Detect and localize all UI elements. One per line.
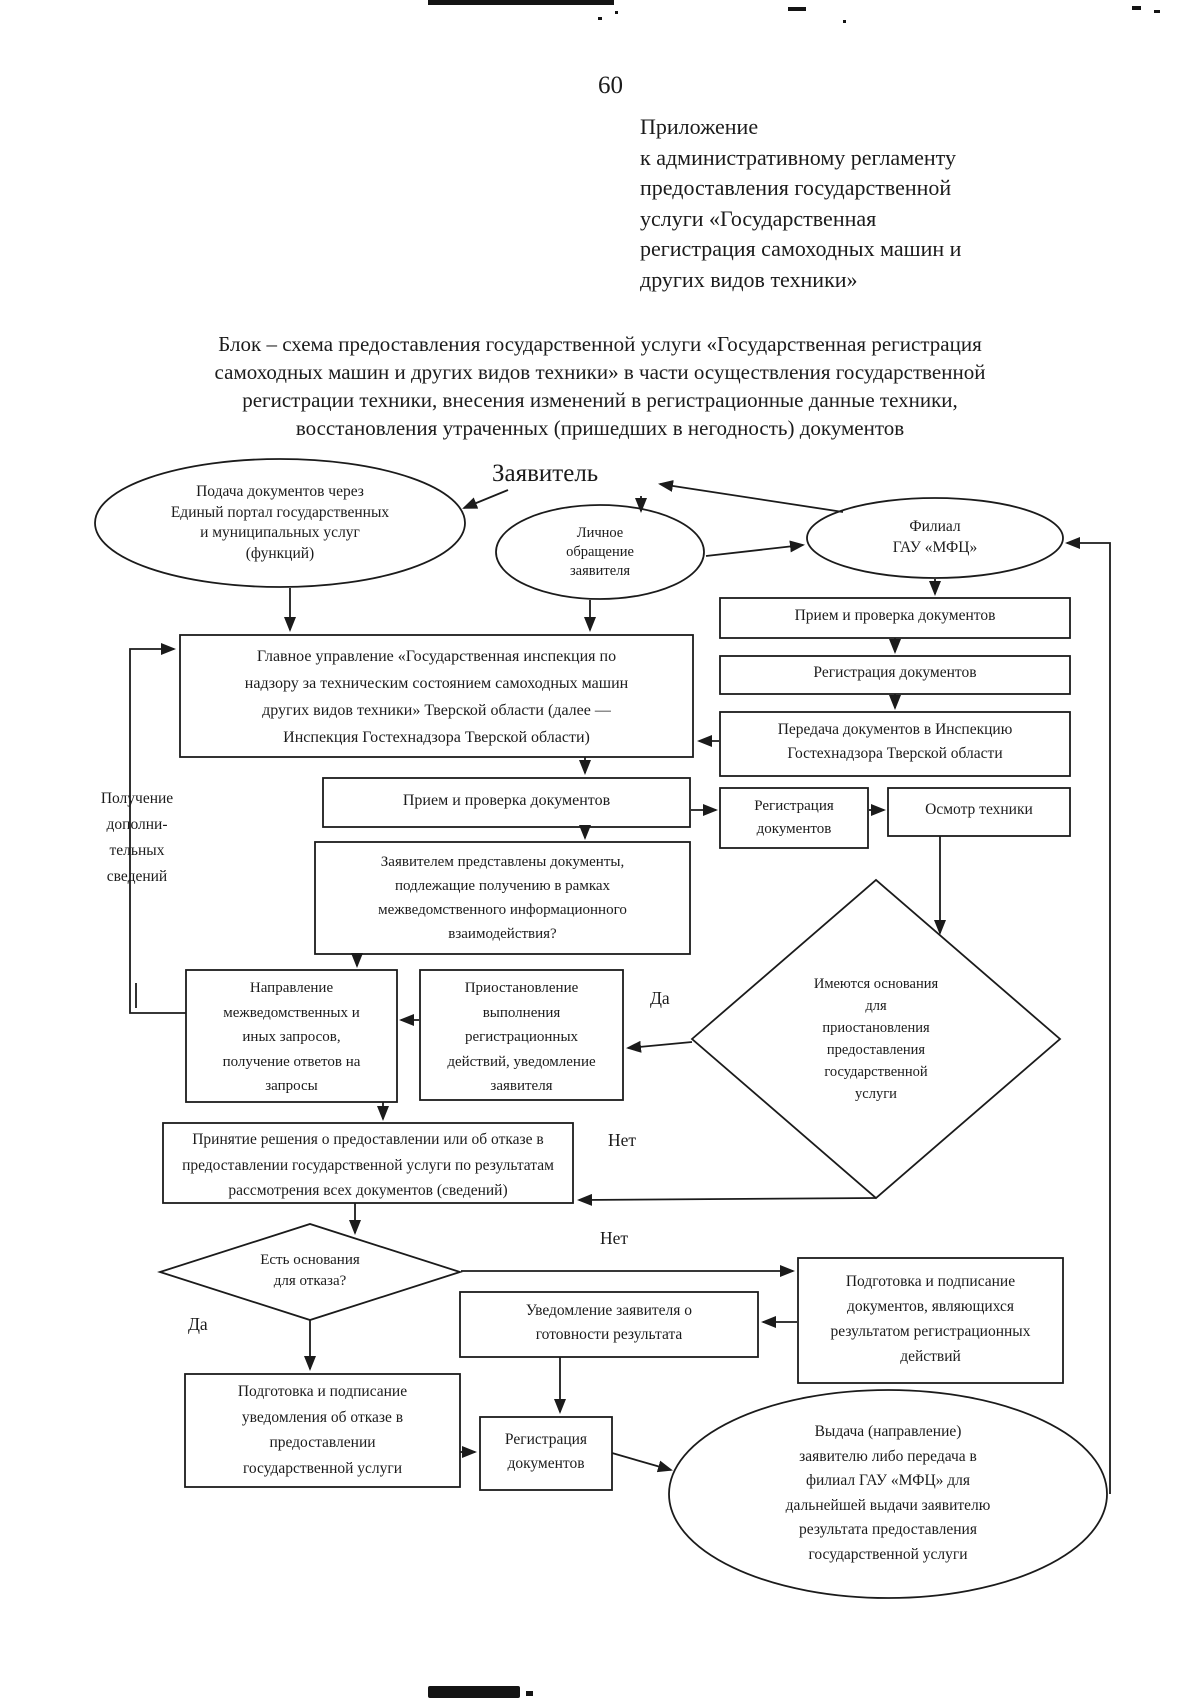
node-registracia-result-label: Регистрация документов [504,1431,588,1472]
scan-artifact [526,1691,533,1696]
node-vydacha-label: Выдача (направление) заявителю либо пере… [785,1423,991,1563]
diamond-priostanovlenie [690,878,1062,1200]
arrow-personal-to-mfc [705,540,805,557]
arrow-diamond-yes-to-priostanovlenie [626,1040,693,1053]
node-eportal-label: Подача документов через Единый портал го… [170,483,390,562]
edge-label-no-1: Нет [608,1130,637,1150]
edge-label-yes-1: Да [650,988,670,1008]
scan-artifact [1132,6,1141,10]
node-uvedomlenie-label: Уведомление заявителя о готовности резул… [525,1302,693,1343]
edge-label-yes-2: Да [188,1314,208,1334]
line-feedback-dopsvedeniya [129,643,186,1014]
scan-artifact [843,20,846,23]
node-glavnoe-label: Главное управление «Государственная инсп… [244,648,629,746]
node-mfc-peredacha-label: Передача документов в Инспекцию Гостехна… [777,721,1013,762]
ellipse-mfc-branch [806,497,1064,579]
edge-label-no-2: Нет [600,1228,629,1248]
box-uvedomlenie [459,1291,759,1358]
ellipse-vydacha [668,1389,1108,1599]
node-mfc-reg-label: Регистрация документов [813,664,977,681]
node-priem-label: Прием и проверка документов [402,792,611,809]
box-mfc-peredacha [719,711,1071,777]
node-podgotovka-docs-label: Подготовка и подписание документов, явля… [830,1273,1031,1365]
diagram-title: Блок – схема предоставления государствен… [214,332,986,440]
box-prinyatie [162,1122,574,1204]
scan-artifact [428,1686,520,1698]
node-osnovaniya-otkaz-label: Есть основания для отказа? [260,1252,360,1289]
node-mfc-priem-label: Прием и проверка документов [794,607,996,624]
node-priostanovlenie-label: Приостановление выполнения регистрационн… [447,980,596,1094]
appendix-note: Приложение к административному регламент… [640,114,962,292]
box-registracia [719,787,869,849]
feedback-label: Получение дополни- тельных сведений [100,790,174,885]
arrow-mfc-to-actor [658,480,844,513]
box-mezhved [314,841,691,955]
scan-artifact [1154,10,1160,13]
node-prinyatie-label: Принятие решения о предоставлении или об… [182,1131,554,1199]
arrow-actor-to-eportal [462,489,509,509]
node-osmotr-label: Осмотр техники [925,801,1033,818]
scan-artifact [598,17,602,20]
line-feedback-to-mfc [1065,537,1111,1494]
arrow-diamond-no-to-prinyatie [577,1193,877,1206]
scan-artifact [788,7,806,11]
node-napravlenie-label: Направление межведомственных и иных запр… [222,980,361,1094]
node-mezhved-label: Заявителем представлены документы, подле… [378,854,627,942]
scan-artifact [428,0,614,5]
node-registracia-label: Регистрация документов [754,798,834,837]
box-priem [322,777,691,828]
box-priostanovlenie [419,969,624,1101]
node-personal-label: Личное обращение заявителя [566,525,634,579]
box-podgotovka-otkaz [184,1373,461,1488]
node-podgotovka-otkaz-label: Подготовка и подписание уведомления об о… [237,1383,408,1477]
scan-artifact [615,11,618,14]
box-glavnoe [179,634,694,758]
box-osmotr [887,787,1071,837]
box-podgotovka-docs [797,1257,1064,1384]
box-napravlenie [185,969,398,1103]
node-mfc-label: Филиал ГАУ «МФЦ» [892,518,978,556]
diamond-otkaz [157,1223,463,1321]
node-osnovaniya-priost-label: Имеются основания для приостановления пр… [813,976,939,1102]
ellipse-eportal [94,458,466,588]
page-number: 60 [598,72,623,99]
actor-label: Заявитель [492,460,599,487]
ellipse-personal-visit [495,504,705,600]
arrow-registracia-result-to-vydacha [611,1452,673,1473]
